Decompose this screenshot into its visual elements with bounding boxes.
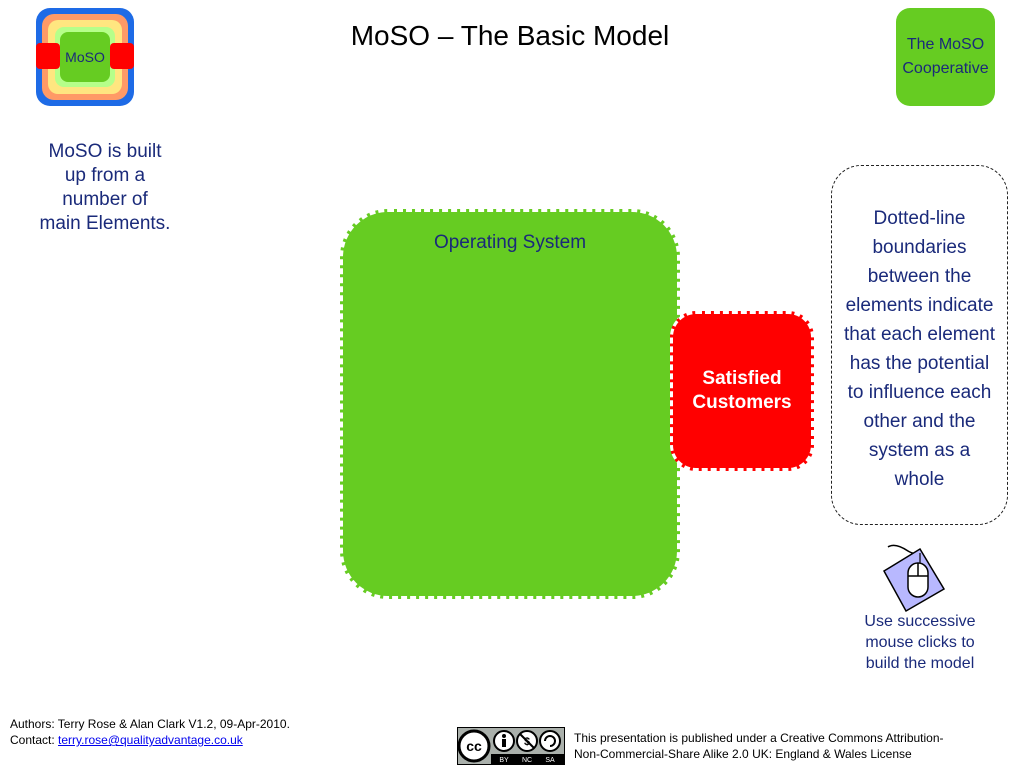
cc-badge-by-text: BY: [499, 757, 509, 764]
authors-block: Authors: Terry Rose & Alan Clark V1.2, 0…: [10, 716, 290, 748]
logo-ring-green: [60, 32, 110, 82]
note-line: system as a: [868, 440, 971, 461]
contact-label: Contact:: [10, 733, 59, 747]
cooperative-box: The MoSO Cooperative: [896, 8, 995, 106]
note-line: between the: [867, 266, 972, 287]
customers-line-1: Satisfied: [702, 368, 782, 389]
cc-badge-cc-text: cc: [466, 738, 482, 754]
note-line: elements indicate: [845, 295, 994, 316]
cooperative-line-1: The MoSO: [906, 36, 985, 53]
intro-line: MoSO is built: [48, 141, 162, 162]
satisfied-customers-element: Satisfied Customers: [670, 311, 814, 471]
click-hint-line: mouse clicks to: [865, 634, 975, 651]
mouse-icon[interactable]: [880, 543, 948, 613]
intro-text: MoSO is built up from a number of main E…: [30, 140, 180, 236]
note-line: that each element: [843, 324, 996, 345]
click-hint-line: build the model: [865, 655, 975, 672]
click-hint: Use successive mouse clicks to build the…: [852, 611, 988, 674]
logo-tab-left: [36, 43, 60, 69]
logo-tab-right: [110, 43, 134, 69]
operating-system-element: [340, 209, 680, 599]
operating-system-label: Operating System: [433, 232, 587, 253]
note-line: whole: [894, 469, 945, 490]
cooperative-line-2: Cooperative: [902, 60, 989, 77]
logo-text: MoSO: [65, 49, 105, 65]
note-line: other and the: [863, 411, 976, 432]
moso-logo: MoSO: [36, 8, 134, 106]
note-line: Dotted-line: [873, 208, 966, 229]
contact-email-link[interactable]: terry.rose@qualityadvantage.co.uk: [58, 733, 243, 747]
intro-line: number of: [62, 189, 148, 210]
creative-commons-badge[interactable]: cc $ BY NC SA: [457, 727, 565, 765]
intro-line: up from a: [64, 165, 146, 186]
cc-badge-nc-text: NC: [522, 757, 532, 764]
page-title: MoSO – The Basic Model: [350, 20, 670, 51]
click-hint-line: Use successive: [864, 613, 976, 630]
dotted-line-note: Dotted-line boundaries between the eleme…: [831, 165, 1008, 525]
license-text: This presentation is published under a C…: [574, 730, 1004, 762]
note-line: to influence each: [847, 382, 992, 403]
note-line: boundaries: [872, 237, 967, 258]
license-line-1: This presentation is published under a C…: [574, 731, 944, 745]
cc-badge-sa-text: SA: [545, 757, 555, 764]
note-line: has the potential: [849, 353, 990, 374]
customers-line-2: Customers: [692, 392, 792, 413]
authors-line: Authors: Terry Rose & Alan Clark V1.2, 0…: [10, 717, 290, 731]
license-line-2: Non-Commercial-Share Alike 2.0 UK: Engla…: [574, 747, 912, 761]
intro-line: main Elements.: [39, 213, 171, 234]
contact-line: Contact: terry.rose@qualityadvantage.co.…: [10, 732, 290, 748]
